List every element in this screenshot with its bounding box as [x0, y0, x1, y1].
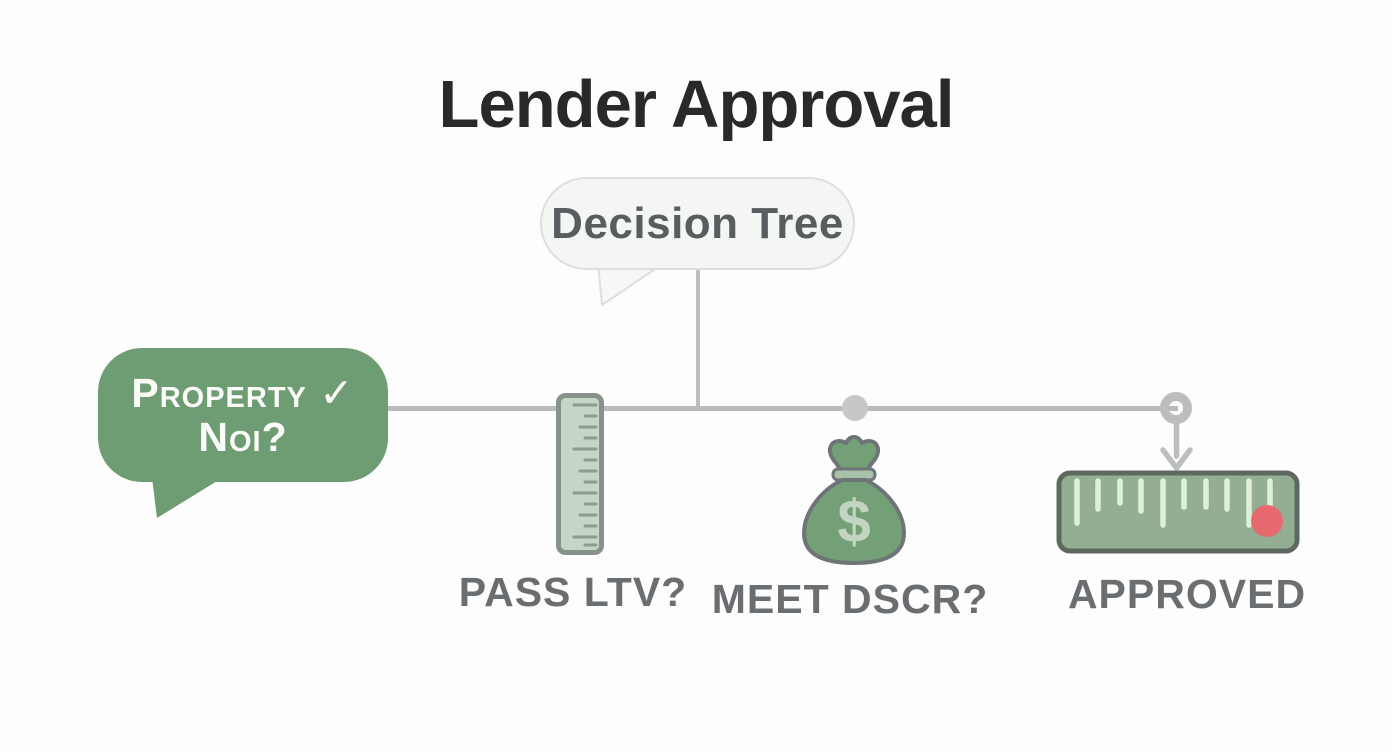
money-bag-icon: $ [795, 432, 913, 573]
property-bubble-tail [143, 470, 243, 525]
vertical-ruler-icon [556, 393, 604, 560]
property-noi-bubble: Property ✓ Noi? [98, 348, 388, 482]
approved-ruler-icon [1056, 470, 1300, 559]
vertical-connector-line [696, 268, 700, 408]
down-arrow-icon [1158, 419, 1195, 478]
label-pass-ltv: PASS LTV? [458, 569, 688, 615]
decision-tree-label: Decision Tree [551, 198, 844, 248]
red-dot [1251, 505, 1283, 537]
decision-tree-bubble: Decision Tree [540, 177, 855, 270]
label-approved: APPROVED [1067, 571, 1307, 617]
page-title: Lender Approval [438, 67, 955, 142]
horizontal-connector-line [388, 406, 1178, 411]
dollar-sign: $ [837, 488, 870, 555]
property-noi-line1: Property ✓ [131, 370, 355, 416]
connector-dot [841, 394, 869, 427]
property-noi-line2: Noi? [198, 414, 288, 460]
label-meet-dscr: MEET DSCR? [711, 576, 989, 622]
